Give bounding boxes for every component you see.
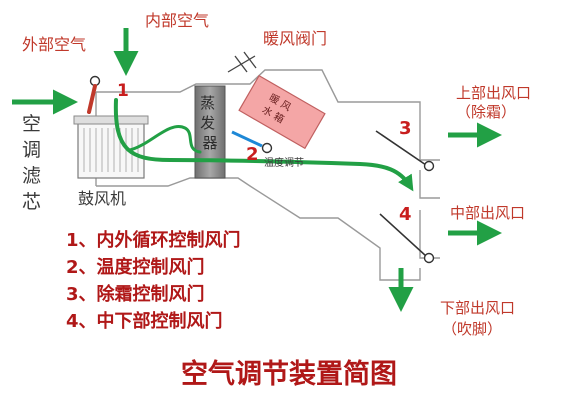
filter-char-4: 芯 bbox=[22, 191, 41, 213]
legend-item-4: 4、中下部控制风门 bbox=[66, 310, 223, 332]
lower-outlet-label: 下部出风口 bbox=[440, 299, 515, 317]
upper-outlet-sub-label: （除霜） bbox=[456, 103, 516, 121]
evaporator-char-3: 器 bbox=[202, 134, 217, 152]
filter-cover bbox=[73, 115, 149, 125]
heater-valve-label: 暖风阀门 bbox=[263, 29, 327, 48]
filter-char-3: 滤 bbox=[22, 165, 41, 187]
heater-core: 暖 风 水 箱 bbox=[238, 74, 326, 150]
filter-label: 空 调 滤 芯 bbox=[22, 113, 41, 213]
door-4-number: 4 bbox=[399, 204, 412, 225]
heater-valve-cross-2 bbox=[243, 51, 257, 69]
upper-outlet-label: 上部出风口 bbox=[456, 84, 531, 102]
heater-valve-cross-1 bbox=[234, 55, 248, 73]
door-3-number: 3 bbox=[399, 118, 412, 139]
evaporator-char-1: 蒸 bbox=[200, 94, 215, 112]
door-1-number: 1 bbox=[117, 81, 129, 101]
lower-outlet-sub-label: （吹脚） bbox=[442, 320, 502, 338]
duct-outline bbox=[96, 69, 440, 281]
outside-air-label: 外部空气 bbox=[22, 35, 86, 54]
evaporator-char-2: 发 bbox=[200, 114, 215, 132]
middle-outlet-label: 中部出风口 bbox=[450, 204, 525, 222]
blower-label: 鼓风机 bbox=[78, 189, 126, 208]
diagram-title: 空气调节装置简图 bbox=[181, 358, 397, 390]
legend-item-3: 3、除霜控制风门 bbox=[66, 283, 205, 305]
inside-air-label: 内部空气 bbox=[145, 11, 209, 30]
door-2-number: 2 bbox=[246, 144, 259, 165]
airflow-loop bbox=[128, 124, 202, 154]
temp-door-label: 温度调节 bbox=[264, 156, 304, 169]
legend-item-1: 1、内外循环控制风门 bbox=[66, 229, 241, 251]
filter-char-1: 空 bbox=[22, 113, 41, 135]
door-3-flap bbox=[375, 130, 427, 166]
filter-char-2: 调 bbox=[22, 139, 41, 161]
door-2-pivot bbox=[261, 142, 273, 154]
door-1-flap bbox=[87, 84, 97, 114]
evaporator bbox=[194, 85, 226, 179]
evaporator-label: 蒸 发 器 bbox=[200, 94, 220, 152]
door-3-pivot bbox=[423, 160, 435, 172]
door-4-pivot bbox=[423, 252, 435, 264]
door-4-flap bbox=[379, 213, 427, 257]
door-2-flap bbox=[231, 130, 263, 148]
airflow-path bbox=[113, 98, 414, 192]
legend-item-2: 2、温度控制风门 bbox=[66, 256, 205, 278]
